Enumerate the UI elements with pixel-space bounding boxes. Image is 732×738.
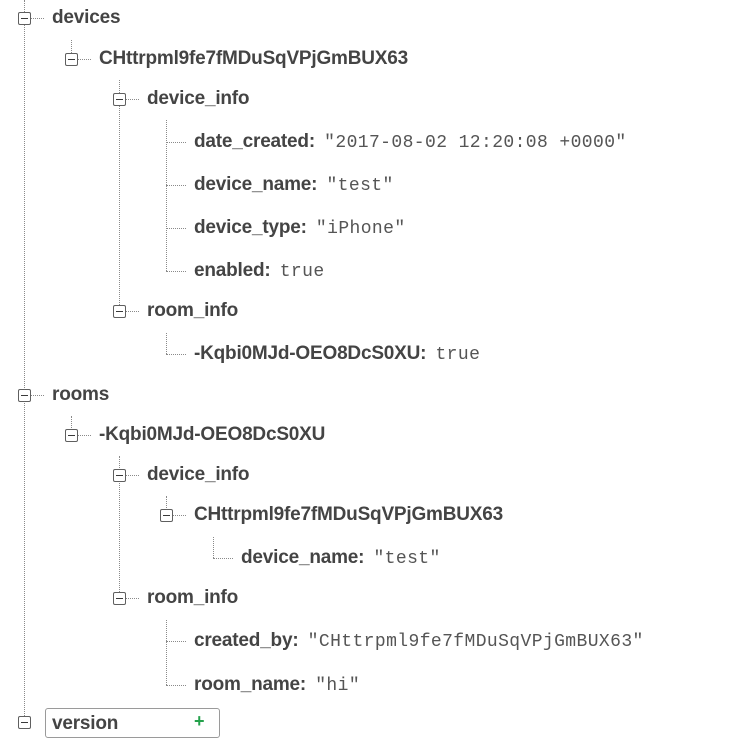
- tree-connector: [125, 598, 139, 599]
- colon: :: [292, 630, 299, 651]
- colon: :: [358, 547, 365, 568]
- leaf-value[interactable]: "test": [373, 549, 441, 569]
- tree-node-device-id[interactable]: CHttrpml9fe7fMDuSqVPjGmBUX63: [194, 503, 503, 527]
- node-key: rooms: [52, 384, 110, 405]
- tree-connector: [166, 271, 186, 272]
- leaf-value[interactable]: "test": [326, 176, 394, 196]
- node-key: device_info: [147, 88, 250, 109]
- tree-connector: [166, 685, 186, 686]
- tree-connector: [166, 120, 167, 271]
- tree-node-devices[interactable]: devices: [52, 6, 121, 30]
- tree-connector: [166, 142, 186, 143]
- leaf-device-name[interactable]: device_name: "test": [194, 173, 394, 198]
- tree-connector: [166, 496, 167, 510]
- collapse-icon[interactable]: [65, 429, 78, 442]
- tree-connector: [166, 354, 186, 355]
- collapse-icon[interactable]: [18, 716, 31, 729]
- leaf-value[interactable]: true: [279, 262, 325, 282]
- tree-node-room-info[interactable]: room_info: [147, 299, 238, 323]
- leaf-value[interactable]: "hi": [315, 676, 361, 696]
- leaf-value[interactable]: "2017-08-02 12:20:08 +0000": [324, 133, 627, 153]
- colon: :: [311, 174, 318, 195]
- tree-connector: [166, 228, 186, 229]
- colon: :: [300, 217, 307, 238]
- leaf-room-name[interactable]: room_name: "hi": [194, 673, 360, 698]
- tree-node-device-info[interactable]: device_info: [147, 87, 250, 111]
- collapse-icon[interactable]: [18, 12, 31, 25]
- tree-node-device-info[interactable]: device_info: [147, 463, 250, 487]
- tree-connector: [77, 59, 91, 60]
- node-key: CHttrpml9fe7fMDuSqVPjGmBUX63: [99, 48, 409, 69]
- leaf-device-name[interactable]: device_name: "test": [241, 546, 441, 571]
- tree-connector: [125, 99, 139, 100]
- tree-connector: [125, 475, 139, 476]
- tree-connector: [166, 333, 167, 354]
- tree-connector: [125, 311, 139, 312]
- collapse-icon[interactable]: [113, 592, 126, 605]
- tree-connector: [119, 80, 120, 313]
- leaf-value[interactable]: "iPhone": [315, 219, 406, 239]
- colon: :: [299, 674, 307, 695]
- tree-connector: [30, 18, 44, 19]
- leaf-key: device_name: [194, 174, 312, 195]
- leaf-key: created_by: [194, 630, 293, 651]
- colon: :: [264, 260, 271, 281]
- tree-connector: [77, 435, 91, 436]
- leaf-created-by[interactable]: created_by: "CHttrpml9fe7fMDuSqVPjGmBUX6…: [194, 629, 644, 654]
- leaf-key: device_type: [194, 217, 301, 238]
- new-child-key-field[interactable]: version + ✕: [45, 708, 220, 738]
- collapse-icon[interactable]: [113, 469, 126, 482]
- leaf-device-type[interactable]: device_type: "iPhone": [194, 216, 406, 241]
- tree-node-room-id[interactable]: -Kqbi0MJd-OEO8DcS0XU: [99, 423, 325, 447]
- tree-node-rooms[interactable]: rooms: [52, 383, 109, 407]
- tree-node-device-id[interactable]: CHttrpml9fe7fMDuSqVPjGmBUX63: [99, 47, 408, 71]
- tree-connector: [172, 515, 186, 516]
- collapse-icon[interactable]: [113, 93, 126, 106]
- tree-node-room-info[interactable]: room_info: [147, 586, 238, 610]
- leaf-key: device_name: [241, 547, 359, 568]
- node-key: devices: [52, 7, 121, 28]
- leaf-value[interactable]: true: [435, 345, 481, 365]
- leaf-value[interactable]: "CHttrpml9fe7fMDuSqVPjGmBUX63": [307, 632, 644, 652]
- tree-connector: [30, 395, 44, 396]
- node-key: -Kqbi0MJd-OEO8DcS0XU: [99, 424, 326, 445]
- tree-connector: [71, 40, 72, 53]
- tree-connector: [166, 641, 186, 642]
- tree-root-connector: [24, 0, 25, 722]
- plus-icon[interactable]: +: [194, 711, 205, 731]
- leaf-key: room_name: [194, 674, 300, 695]
- leaf-key: enabled: [194, 260, 265, 281]
- collapse-icon[interactable]: [65, 53, 78, 66]
- colon: :: [420, 343, 427, 364]
- tree-connector: [166, 620, 167, 685]
- node-key: room_info: [147, 587, 239, 608]
- leaf-room-id[interactable]: -Kqbi0MJd-OEO8DcS0XU: true: [194, 342, 480, 367]
- collapse-icon[interactable]: [113, 305, 126, 318]
- node-key: room_info: [147, 300, 239, 321]
- tree-connector: [213, 558, 233, 559]
- tree-connector: [119, 456, 120, 600]
- tree-connector: [166, 185, 186, 186]
- node-key: CHttrpml9fe7fMDuSqVPjGmBUX63: [194, 504, 504, 525]
- leaf-key: date_created: [194, 131, 309, 152]
- new-child-key-input[interactable]: version: [52, 713, 119, 734]
- collapse-icon[interactable]: [18, 389, 31, 402]
- colon: :: [308, 131, 316, 152]
- collapse-icon[interactable]: [160, 509, 173, 522]
- leaf-key: -Kqbi0MJd-OEO8DcS0XU: [194, 343, 421, 364]
- tree-connector: [71, 416, 72, 430]
- leaf-date-created[interactable]: date_created: "2017-08-02 12:20:08 +0000…: [194, 130, 627, 155]
- leaf-enabled[interactable]: enabled: true: [194, 259, 325, 284]
- node-key: device_info: [147, 464, 250, 485]
- tree-connector: [213, 537, 214, 558]
